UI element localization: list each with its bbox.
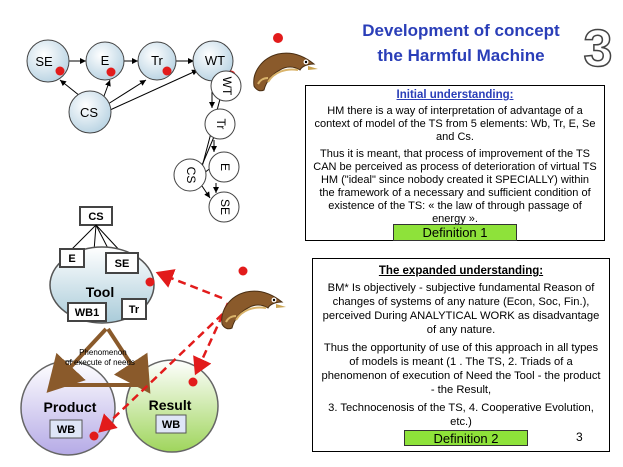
bottom-e-box: E bbox=[59, 248, 85, 268]
red-dot-marker bbox=[145, 277, 155, 287]
red-dot-marker bbox=[238, 266, 248, 276]
arrow-tool-result bbox=[106, 327, 151, 394]
vnode-cs: CS bbox=[173, 158, 207, 192]
svg-text:SE: SE bbox=[218, 199, 232, 215]
bottom-wb1-box: WB1 bbox=[67, 302, 107, 322]
svg-text:3: 3 bbox=[584, 20, 613, 74]
svg-text:Tr: Tr bbox=[151, 53, 163, 68]
svg-text:WB: WB bbox=[162, 419, 180, 431]
svg-text:Tr: Tr bbox=[214, 119, 228, 130]
phenomenon-label: Phenomenon of execute of needs bbox=[65, 348, 135, 367]
node-se: SE bbox=[26, 39, 70, 83]
svg-text:CS: CS bbox=[88, 211, 103, 223]
svg-text:E: E bbox=[101, 53, 110, 68]
svg-text:CS: CS bbox=[80, 105, 98, 120]
product-label: Product bbox=[44, 399, 97, 415]
red-dot-marker bbox=[162, 66, 172, 76]
initial-understanding-box: Initial understanding: HM there is a way… bbox=[305, 85, 605, 241]
red-dot-marker bbox=[89, 431, 99, 441]
svg-text:E: E bbox=[68, 253, 75, 265]
svg-text:WB: WB bbox=[57, 424, 75, 436]
title-line-1: Development of concept bbox=[362, 21, 560, 40]
definition-2-badge: Definition 2 bbox=[404, 430, 528, 446]
bottom-se-box: SE bbox=[105, 252, 139, 274]
vnode-tr: Tr bbox=[204, 108, 236, 140]
expanded-para-1: BM* Is objectively - subjective fundamen… bbox=[322, 282, 600, 336]
title-line-2: the Harmful Machine bbox=[377, 46, 545, 65]
initial-heading: Initial understanding: bbox=[396, 89, 514, 101]
phenomenon-line-1: Phenomenon bbox=[79, 348, 127, 357]
harmful-machine-creature-icon bbox=[221, 290, 286, 330]
bottom-tr-box: Tr bbox=[121, 298, 147, 320]
expanded-para-3: 3. Technocenosis of the TS, 4. Cooperati… bbox=[328, 402, 594, 428]
slide-number-big: 3 bbox=[583, 19, 613, 74]
bottom-diagram: CS Tool E SE WB1 Tr Product Result WB WB… bbox=[20, 206, 233, 456]
expanded-heading: The expanded understanding: bbox=[378, 265, 544, 277]
product-wb-box: WB bbox=[49, 419, 83, 439]
node-tr: Tr bbox=[137, 41, 177, 81]
svg-text:E: E bbox=[218, 163, 232, 171]
vnode-wt: WT bbox=[210, 70, 242, 102]
expanded-para-2: Thus the opportunity of use of this appr… bbox=[321, 342, 601, 396]
red-dot-marker bbox=[106, 67, 116, 77]
node-e: E bbox=[85, 41, 125, 81]
svg-text:CS: CS bbox=[184, 167, 198, 184]
harmful-machine-creature-icon bbox=[253, 52, 318, 92]
svg-text:WB1: WB1 bbox=[75, 307, 99, 319]
node-cs: CS bbox=[68, 90, 112, 134]
harm-arrow-tool bbox=[155, 269, 223, 300]
harm-arrow-product bbox=[98, 304, 233, 433]
bottom-cs-box: CS bbox=[79, 206, 113, 226]
result-wb-box: WB bbox=[155, 414, 187, 434]
svg-text:WT: WT bbox=[220, 77, 234, 96]
phenomenon-line-2: of execute of needs bbox=[65, 358, 135, 367]
svg-text:WT: WT bbox=[205, 53, 225, 68]
expanded-understanding-box: The expanded understanding: BM* Is objec… bbox=[312, 258, 610, 452]
red-dot-marker bbox=[188, 377, 198, 387]
svg-text:SE: SE bbox=[35, 54, 53, 69]
definition-1-badge: Definition 1 bbox=[393, 224, 517, 241]
svg-text:Tr: Tr bbox=[129, 304, 140, 316]
result-label: Result bbox=[149, 397, 192, 413]
red-dot-marker bbox=[273, 33, 283, 43]
vnode-e: E bbox=[208, 151, 240, 183]
page-number: 3 bbox=[576, 430, 583, 444]
initial-para-2: Thus it is meant, that process of improv… bbox=[313, 148, 597, 225]
red-dot-marker bbox=[55, 66, 65, 76]
arrow-tool-product bbox=[46, 327, 108, 393]
top-diagram: SE E Tr WT CS WT Tr E SE CS bbox=[26, 39, 242, 223]
svg-text:SE: SE bbox=[115, 258, 130, 270]
vnode-se: SE bbox=[208, 191, 240, 223]
initial-para-1: HM there is a way of interpretation of a… bbox=[314, 105, 596, 143]
tool-label: Tool bbox=[86, 284, 115, 300]
